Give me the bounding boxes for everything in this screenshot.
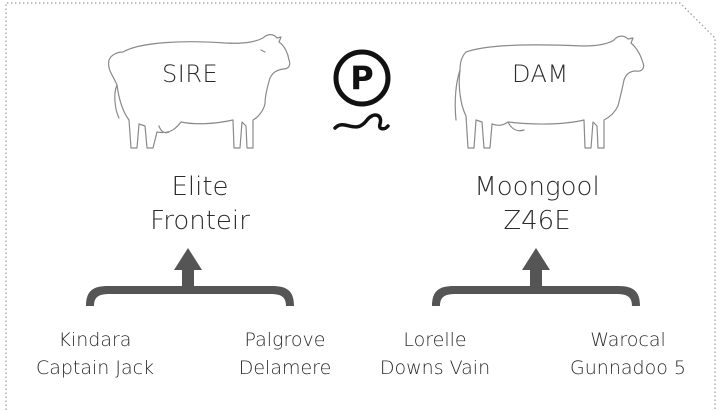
sire-pedigree-brace-arrow-icon	[86, 248, 294, 306]
sire-dam-name: Palgrove Delamere	[225, 326, 345, 382]
sire-dam-line1: Palgrove	[244, 329, 326, 351]
dam-label: DAM	[512, 60, 569, 88]
p-brand-logo-icon: P	[333, 49, 391, 131]
sire-name: Elite Fronteir	[110, 170, 290, 238]
dam-dam-name: Warocal Gunnadoo 5	[558, 326, 698, 382]
dam-cow-outline-icon	[454, 35, 645, 149]
dam-sire-name: Lorelle Downs Vain	[370, 326, 500, 382]
dam-dam-line1: Warocal	[590, 329, 666, 351]
dam-name-line2: Z46E	[503, 206, 571, 236]
dam-sire-line1: Lorelle	[403, 329, 467, 351]
sire-sire-line1: Kindara	[58, 329, 132, 351]
sire-sire-name: Kindara Captain Jack	[25, 326, 165, 382]
dam-name: Moongool Z46E	[442, 170, 632, 238]
sire-name-line1: Elite	[171, 172, 229, 202]
dam-pedigree-brace-arrow-icon	[432, 248, 640, 306]
sire-name-line2: Fronteir	[150, 206, 250, 236]
logo-letter: P	[350, 59, 373, 97]
sire-bull-outline-icon	[108, 34, 291, 149]
sire-dam-line2: Delamere	[238, 357, 332, 379]
sire-label: SIRE	[162, 60, 219, 88]
dam-dam-line2: Gunnadoo 5	[570, 357, 686, 379]
dam-sire-line2: Downs Vain	[379, 357, 491, 379]
dam-name-line1: Moongool	[474, 172, 600, 202]
sire-sire-line2: Captain Jack	[35, 357, 155, 379]
